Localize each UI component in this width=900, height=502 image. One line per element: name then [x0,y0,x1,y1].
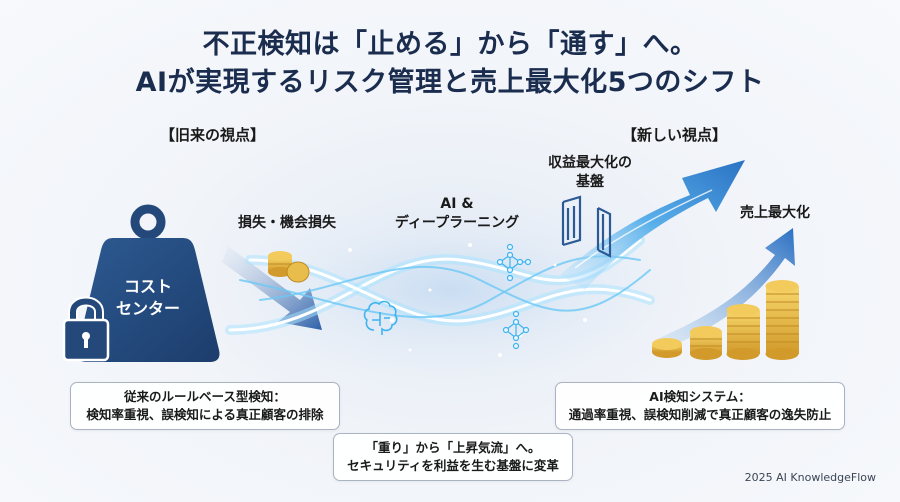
old-perspective-heading: 【旧来の視点】 [160,126,266,144]
coin-stack-icon [268,251,310,283]
brain-icon [363,300,398,335]
summary-box: 「重り」から「上昇気流」へ。 セキュリティを利益を生む基盤に変革 [333,433,573,481]
cost-center-line-1: コスト [123,277,172,296]
loss-label: 損失・機会損失 [238,215,336,231]
profit-label-line-1: 収益最大化の [548,155,632,171]
old-system-description: 従来のルールベース型検知： 検知率重視、誤検知による真正顧客の排除 [70,382,340,430]
up-arrow-icon [560,160,745,290]
title-line-2: AIが実現するリスク管理と売上最大化5つのシフト [135,67,765,98]
weight-icon [76,204,220,362]
profit-label-line-2: 基盤 [576,174,604,190]
ai-label-line-1: AI & [440,196,474,212]
cost-center-label: コスト センター [108,276,188,320]
coin-stack-icon [652,338,682,358]
old-description-line-1: 従来のルールベース型検知： [124,389,286,404]
profit-foundation-label: 収益最大化の 基盤 [540,154,640,192]
gate-icon [561,195,612,258]
ai-description-line-1: AI検知システム： [649,389,751,404]
old-description-line-2: 検知率重視、誤検知による真正顧客の排除 [86,407,324,422]
neural-network-icon [502,310,530,350]
summary-line-2: セキュリティを利益を生む基盤に変革 [347,458,559,473]
coin-stack-icon [765,280,799,360]
title-line-1: 不正検知は「止める」から「通す」へ。 [202,29,698,60]
lock-icon [62,296,110,362]
coin-stack-icon [726,304,760,360]
cost-center-line-2: センター [115,299,180,318]
page-title: 不正検知は「止める」から「通す」へ。 AIが実現するリスク管理と売上最大化5つの… [0,26,900,102]
new-perspective-heading: 【新しい視点】 [622,126,728,144]
growth-arrow-icon [655,228,795,350]
coin-stack-icon [690,326,722,360]
ai-deep-learning-label: AI & ディープラーニング [382,195,532,233]
ai-description-line-2: 通過率重視、誤検知削減で真正顧客の逸失防止 [568,407,832,422]
ai-label-line-2: ディープラーニング [394,215,520,231]
neural-network-icon [496,243,532,282]
summary-line-1: 「重り」から「上昇気流」へ。 [365,440,541,455]
sales-maximization-label: 売上最大化 [740,205,810,221]
footer-credit: 2025 AI KnowledgeFlow [744,471,876,484]
ai-system-description: AI検知システム： 通過率重視、誤検知削減で真正顧客の逸失防止 [555,382,845,430]
